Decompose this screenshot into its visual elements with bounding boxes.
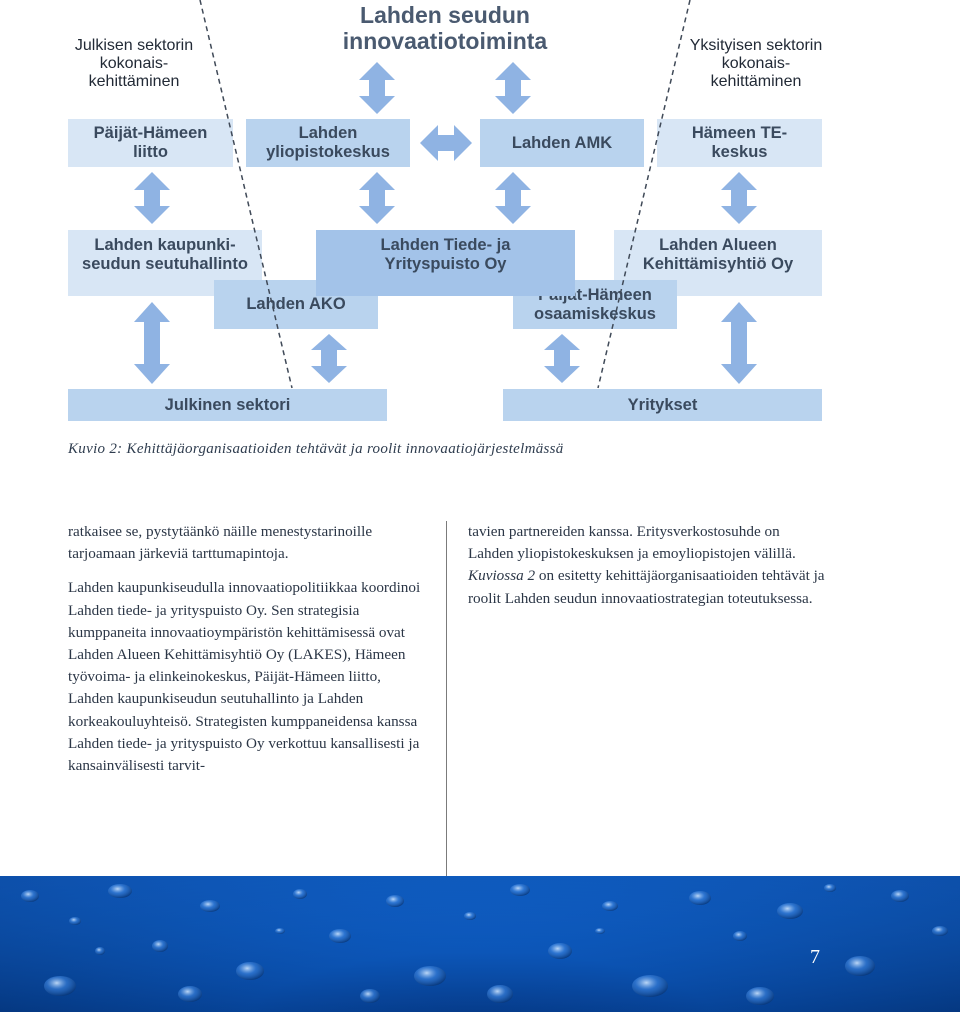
title-line-1: Lahden seudun — [360, 2, 530, 28]
node-label: Yritykset — [627, 395, 698, 414]
node-label: Päijät-Hämeen — [93, 124, 208, 142]
paragraph: tavien partnereiden kanssa. Eritysverkos… — [468, 523, 796, 563]
node-label: liitto — [133, 143, 168, 161]
node-label: yliopistokeskus — [266, 143, 390, 161]
diagram-connectors — [134, 0, 757, 389]
double-arrow-vertical-icon — [544, 334, 580, 383]
node-lahden-amk: Lahden AMK — [480, 119, 644, 167]
node-label: Lahden Alueen — [659, 236, 777, 254]
column-divider — [446, 521, 447, 876]
node-label: Julkinen sektori — [164, 395, 291, 414]
double-arrow-vertical-icon — [495, 62, 531, 114]
double-arrow-vertical-icon — [134, 172, 170, 224]
left-header-line: kokonais- — [99, 55, 169, 72]
text-column-left: ratkaisee se, pystytäänkö näille menesty… — [68, 521, 422, 789]
right-header-line: kokonais- — [721, 55, 791, 72]
diagram-title: Lahden seudun innovaatiotoiminta — [300, 2, 590, 54]
node-label: seudun seutuhallinto — [82, 255, 248, 273]
left-header-line: kehittäminen — [88, 73, 180, 90]
text-column-right: tavien partnereiden kanssa. Eritysverkos… — [468, 521, 828, 622]
node-hameen-te-keskus: Hämeen TE-keskus — [657, 119, 822, 167]
right-header: Yksityisen sektorin kokonais- kehittämin… — [680, 37, 832, 91]
water-droplets-image: 7 — [0, 876, 960, 1012]
node-seutuhallinto: Lahden kaupunki-seudun seutuhallinto — [68, 230, 262, 296]
double-arrow-vertical-icon — [359, 62, 395, 114]
figure-reference: Kuviossa 2 — [468, 567, 536, 585]
left-header: Julkisen sektorin kokonais- kehittäminen — [60, 37, 208, 91]
node-label: Hämeen TE- — [691, 124, 788, 142]
dashed-divider-left — [199, 0, 293, 389]
double-arrow-vertical-icon — [359, 172, 395, 224]
node-label: Lahden Tiede- ja — [380, 236, 511, 254]
node-julkinen-sektori: Julkinen sektori — [68, 389, 387, 421]
droplets-decoration — [0, 876, 960, 1012]
node-label: Lahden — [298, 124, 358, 142]
paragraph: ratkaisee se, pystytäänkö näille menesty… — [68, 523, 373, 563]
node-label: osaamiskeskus — [533, 305, 656, 323]
dashed-divider-right — [597, 0, 691, 389]
paragraph: Lahden kaupunkiseudulla innovaatiopoliti… — [68, 579, 421, 775]
double-arrow-vertical-icon — [495, 172, 531, 224]
right-header-line: Yksityisen sektorin — [689, 37, 823, 54]
node-label: Yrityspuisto Oy — [384, 255, 507, 273]
figure-caption: Kuvio 2: Kehittäjäorganisaatioiden tehtä… — [68, 441, 564, 457]
double-arrow-horizontal-icon — [420, 125, 472, 161]
right-header-line: kehittäminen — [710, 73, 802, 90]
node-label: keskus — [711, 143, 768, 161]
paragraph-text: on esitetty kehittäjäorganisaatioiden te… — [468, 567, 825, 607]
double-arrow-vertical-icon — [721, 302, 757, 384]
node-label: Lahden kaupunki- — [94, 236, 236, 254]
double-arrow-vertical-icon — [721, 172, 757, 224]
double-arrow-vertical-icon — [311, 334, 347, 383]
page-number: 7 — [810, 946, 820, 968]
left-header-line: Julkisen sektorin — [74, 37, 194, 54]
node-yritykset: Yritykset — [503, 389, 822, 421]
node-label: Kehittämisyhtiö Oy — [642, 255, 794, 273]
title-line-2: innovaatiotoiminta — [342, 28, 548, 54]
paragraph: Kuviossa 2 on esitetty kehittäjäorganisa… — [468, 565, 828, 609]
double-arrow-vertical-icon — [134, 302, 170, 384]
node-label: Lahden AMK — [511, 133, 613, 152]
